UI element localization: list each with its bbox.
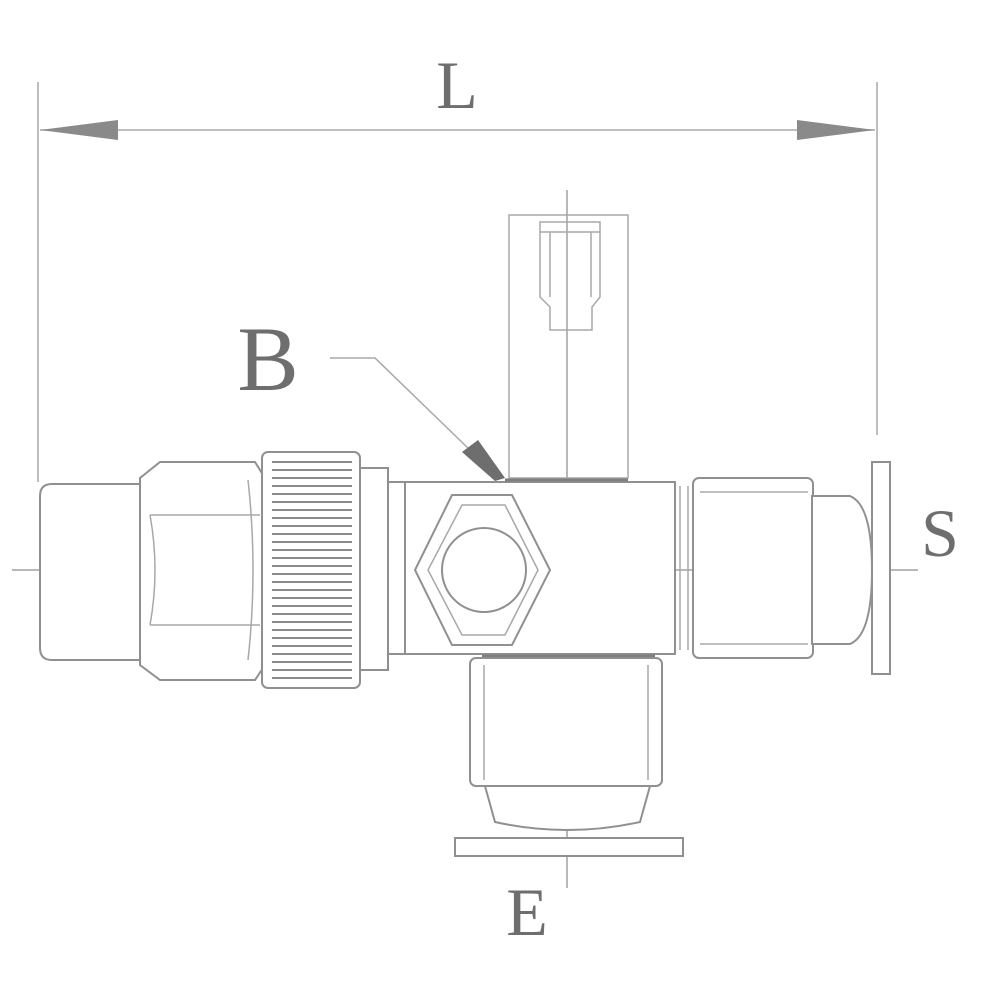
label-e: E (506, 874, 548, 950)
arrowhead-left (40, 120, 118, 140)
right-flange (871, 461, 891, 675)
top-port (508, 214, 629, 479)
arrowhead-right (797, 120, 875, 140)
left-hex-nut (39, 461, 266, 681)
leader-arrow-b (462, 440, 505, 481)
label-s: S (921, 495, 959, 571)
knurl-lines (272, 461, 352, 679)
right-port: S (692, 461, 959, 675)
label-l: L (436, 47, 478, 123)
top-port-housing (508, 214, 629, 479)
top-port-bore (539, 221, 601, 331)
bottom-flange (454, 837, 684, 857)
main-body (404, 478, 689, 658)
leader-line-b (330, 357, 471, 451)
body-bore (441, 527, 527, 613)
dimension-l: L (37, 47, 878, 482)
label-b-group: B (237, 308, 505, 481)
label-b: B (237, 308, 298, 410)
knurled-collar (261, 451, 407, 689)
bottom-port: E (454, 657, 684, 950)
